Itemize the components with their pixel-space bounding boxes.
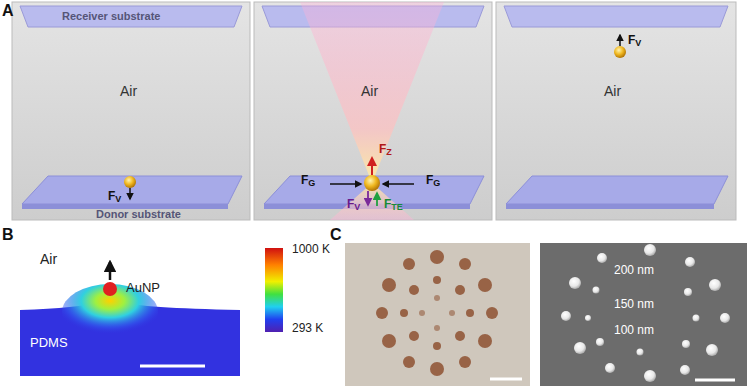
colorbar-tick: 293 K [292,322,323,335]
particle-label: AuNP [126,281,160,295]
substrate-label: Donor substrate [96,208,181,220]
medium-label: Air [40,252,57,267]
size-label: 200 nm [614,264,654,277]
size-label: 100 nm [614,324,654,337]
panel-letter: A [2,2,14,20]
force-label: FZ [379,143,392,157]
panel-letter: B [2,226,14,244]
force-label: FTE [384,198,403,212]
force-label: FG [301,174,315,188]
force-label: FG [426,174,440,188]
force-label: FV [108,190,121,204]
force-label: FV [347,198,360,212]
medium-label: Air [120,84,137,99]
colorbar-tick: 1000 K [292,243,330,256]
material-label: PDMS [30,336,68,350]
medium-label: Air [361,84,378,99]
medium-label: Air [604,84,621,99]
panel-letter: C [330,226,342,244]
size-label: 150 nm [614,298,654,311]
substrate-label: Receiver substrate [62,10,160,22]
force-label: FV [628,34,641,48]
